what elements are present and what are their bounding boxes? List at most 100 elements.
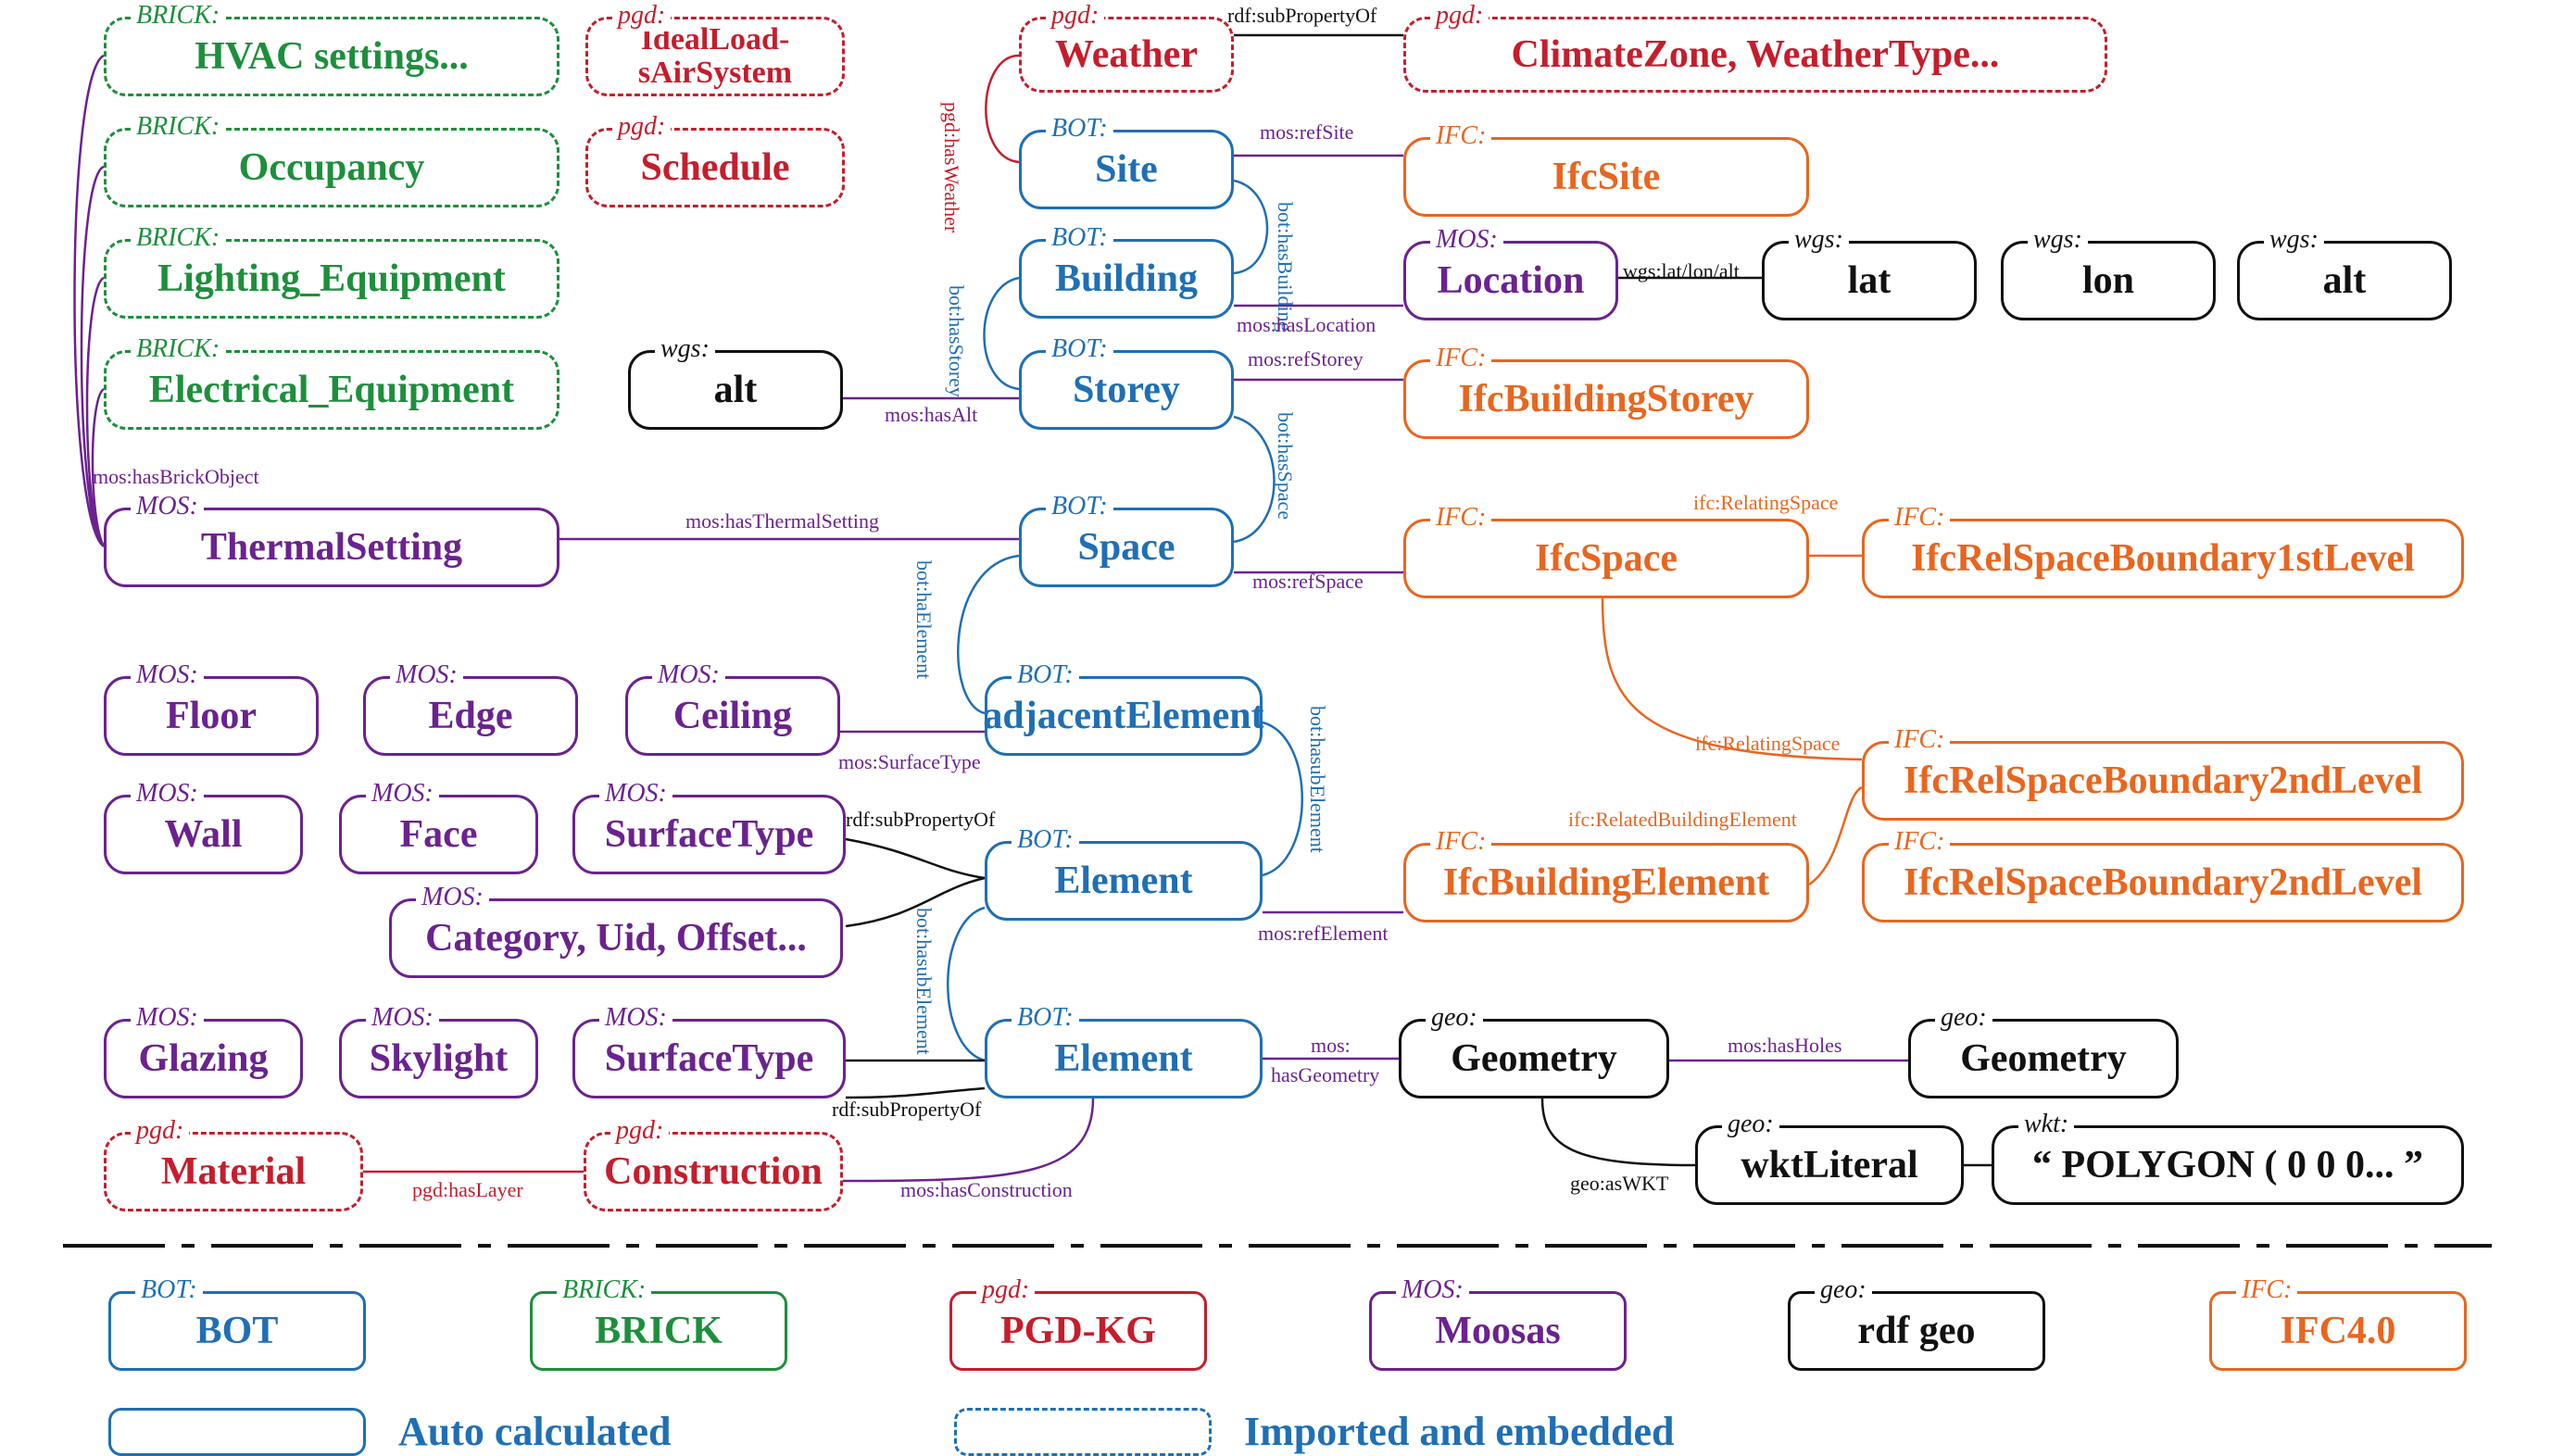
node-namespace: IFC:	[1430, 502, 1492, 533]
node-ifcspace: IFC: IfcSpace	[1403, 502, 1809, 598]
node-namespace: IFC:	[1889, 724, 1951, 756]
node-site: BOT: Site	[1019, 113, 1234, 209]
edge-label: mos:hasThermalSetting	[685, 509, 879, 533]
leg-brick: BRICK:BRICK	[530, 1274, 787, 1371]
edge-label: wgs:lat/lon/alt	[1623, 259, 1740, 282]
node-label: Glazing	[138, 1037, 269, 1080]
node-namespace: geo:	[1935, 1002, 1992, 1034]
node-climate: pgd:ClimateZone, WeatherType...	[1403, 0, 2107, 93]
legend-imported-label: Imported and embedded	[1244, 1409, 1675, 1454]
edge-label: hasGeometry	[1271, 1063, 1379, 1086]
edge-label: mos:SurfaceType	[838, 750, 981, 773]
node-namespace: pgd:	[1046, 0, 1105, 31]
node-namespace: MOS:	[131, 491, 204, 522]
node-label: IfcSpace	[1535, 537, 1678, 580]
edge-element-sub	[947, 906, 986, 1062]
node-label: Space	[1077, 526, 1175, 569]
node-label: IfcRelSpaceBoundary2ndLevel	[1903, 759, 2423, 802]
legend-namespace: MOS:	[1396, 1274, 1469, 1306]
node-label: HVAC settings...	[195, 35, 469, 78]
edge-label: mos:refSite	[1260, 120, 1353, 144]
node-namespace: wgs:	[1789, 224, 1849, 256]
node-category: MOS:Category, Uid, Offset...	[389, 882, 843, 978]
node-label: Lighting_Equipment	[157, 257, 506, 300]
node-label: lon	[2081, 259, 2135, 302]
node-namespace: IFC:	[1889, 502, 1951, 533]
edge-label: bot:haElement	[912, 560, 936, 679]
node-namespace: wkt:	[2018, 1109, 2075, 1140]
node-element2: BOT:Element	[985, 1002, 1263, 1098]
node-label: ClimateZone, WeatherType...	[1511, 33, 2000, 76]
edge-label: mos:refStorey	[1248, 347, 1364, 370]
node-namespace: MOS:	[366, 1002, 439, 1034]
node-ifcstorey: IFC:IfcBuildingStorey	[1403, 343, 1809, 439]
node-namespace: pgd:	[612, 0, 672, 31]
node-namespace: BRICK:	[131, 222, 226, 254]
node-polygon: wkt: “ POLYGON ( 0 0 0... ”	[1992, 1109, 2464, 1205]
edge-ifcspace-rel2	[1601, 597, 1863, 761]
node-rel2a: IFC:IfcRelSpaceBoundary2ndLevel	[1862, 724, 2464, 821]
node-material: pgd:Material	[104, 1115, 363, 1211]
leg-bot: BOT:BOT	[108, 1274, 366, 1371]
node-namespace: MOS:	[652, 659, 725, 691]
node-namespace: MOS:	[366, 778, 439, 810]
node-edge: MOS: Edge	[363, 659, 578, 756]
legend-auto-label: Auto calculated	[398, 1409, 672, 1454]
leg-geo: geo:rdf geo	[1788, 1274, 2045, 1371]
node-namespace: MOS:	[599, 778, 672, 810]
node-surface1: MOS:SurfaceType	[572, 778, 846, 874]
legend-label: Moosas	[1435, 1310, 1561, 1352]
node-namespace: wgs:	[2264, 224, 2324, 256]
node-element1: BOT:Element	[985, 824, 1263, 921]
node-label: Site	[1095, 148, 1158, 191]
node-label: Floor	[166, 695, 257, 737]
node-label: Building	[1054, 257, 1199, 300]
edge-label: rdf:subPropertyOf	[846, 808, 996, 831]
node-namespace: IFC:	[1889, 826, 1951, 858]
node-namespace: wgs:	[655, 333, 715, 365]
node-namespace: geo:	[1722, 1109, 1779, 1140]
node-label: Location	[1437, 259, 1585, 302]
node-alt2: wgs:alt	[2237, 224, 2452, 320]
edge-ifcbe-rel2	[1808, 785, 1863, 886]
edge-surface2-element	[845, 1059, 986, 1099]
node-namespace: pgd:	[131, 1115, 190, 1147]
node-label: IdealLoad-sAirSystem	[637, 22, 793, 90]
node-namespace: BOT:	[1012, 1002, 1079, 1034]
node-occupancy: BRICK:Occupancy	[104, 111, 559, 207]
node-namespace: BRICK:	[131, 0, 226, 31]
node-floor: MOS:Floor	[104, 659, 319, 756]
node-label: “ POLYGON ( 0 0 0... ”	[2032, 1144, 2423, 1186]
node-namespace: BRICK:	[131, 111, 226, 143]
edge-label: mos:hasAlt	[885, 403, 977, 426]
node-label: Edge	[428, 695, 513, 737]
node-ifcsite: IFC:IfcSite	[1403, 120, 1809, 217]
node-namespace: MOS:	[390, 659, 463, 691]
node-namespace: BOT:	[1012, 659, 1079, 691]
node-namespace: pgd:	[612, 111, 672, 143]
node-label: Geometry	[1451, 1037, 1617, 1080]
node-label: wktLiteral	[1741, 1144, 1918, 1186]
edge-label: rdf:subPropertyOf	[1227, 4, 1377, 27]
edge-label: mos:refSpace	[1252, 570, 1364, 593]
edge-label: mos:hasBrickObject	[93, 465, 259, 488]
node-label: Skylight	[369, 1037, 509, 1080]
node-surface2: MOS:SurfaceType	[572, 1002, 846, 1098]
node-label: Category, Uid, Offset...	[425, 917, 807, 960]
node-space: BOT:Space	[1019, 491, 1234, 587]
node-glazing: MOS:Glazing	[104, 1002, 303, 1098]
node-namespace: BRICK:	[131, 333, 226, 365]
node-label: Electrical_Equipment	[148, 369, 515, 411]
edge-surface-element	[845, 837, 986, 928]
edge-label: bot:hasBuilding	[1274, 202, 1297, 333]
edge-site-building	[1233, 179, 1269, 275]
node-label: Construction	[604, 1150, 823, 1193]
node-namespace: BOT:	[1046, 113, 1113, 144]
edge-label: geo:asWKT	[1570, 1172, 1669, 1195]
edge-label: mos:hasConstruction	[900, 1178, 1073, 1201]
edge-label: rdf:subPropertyOf	[832, 1098, 982, 1121]
node-namespace: BOT:	[1046, 222, 1113, 254]
node-label: alt	[2322, 259, 2367, 302]
node-wkt: geo: wktLiteral	[1695, 1109, 1964, 1205]
